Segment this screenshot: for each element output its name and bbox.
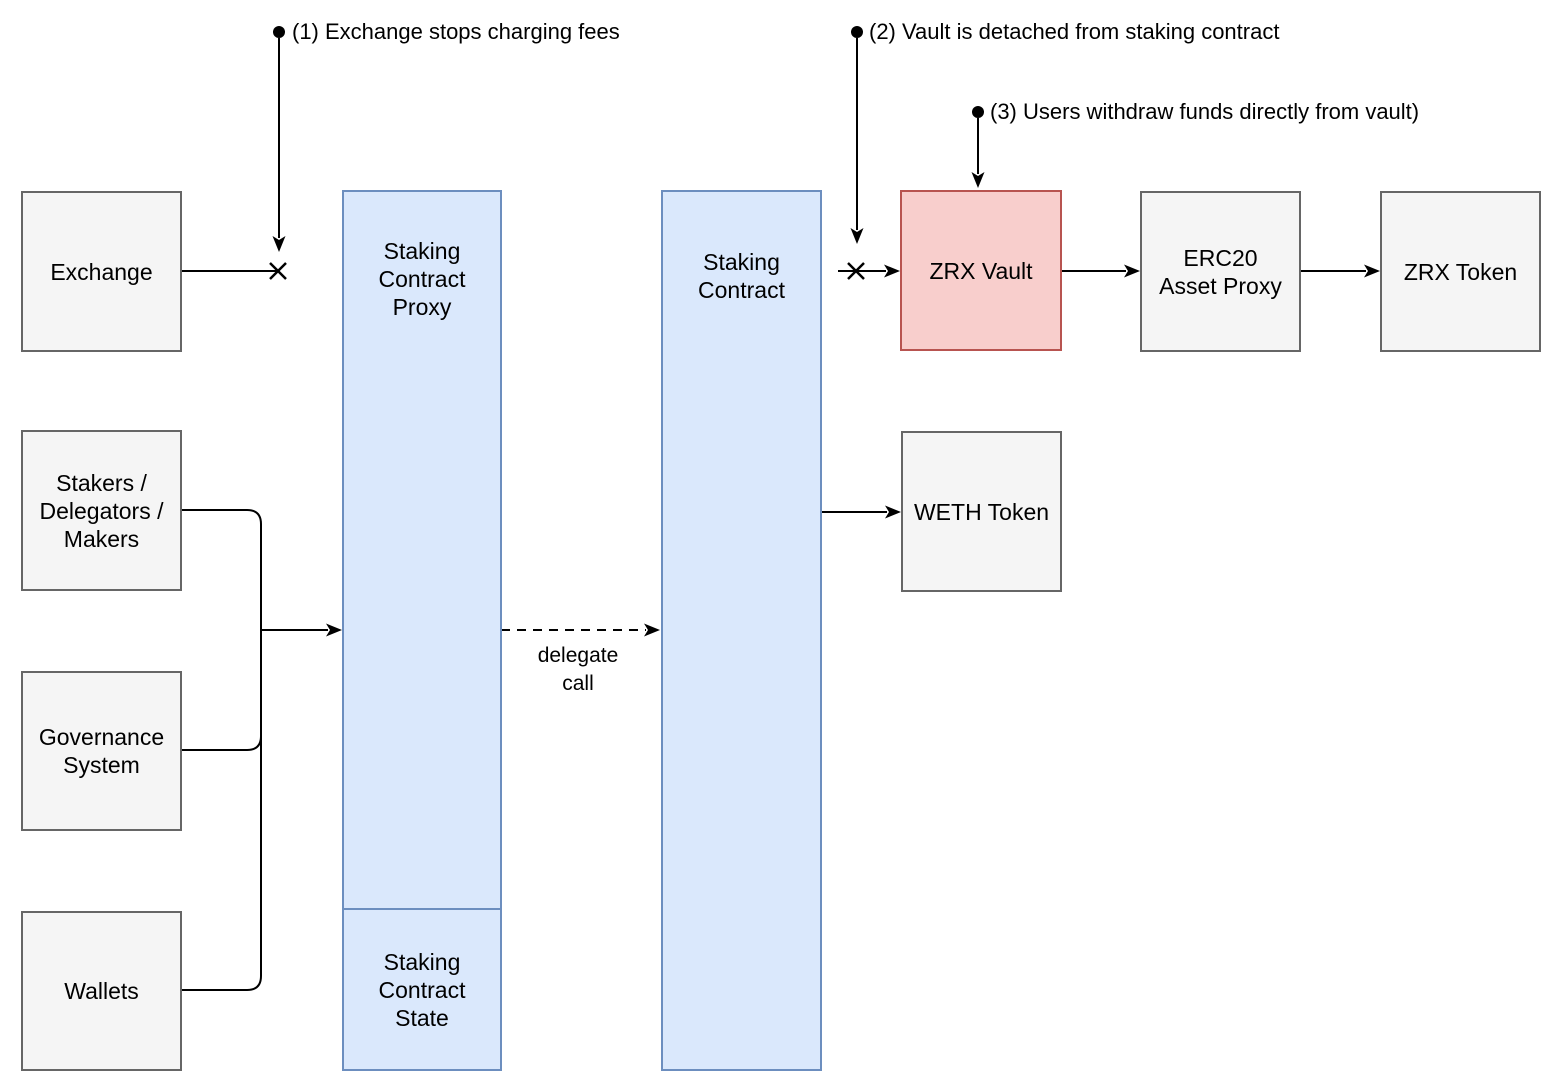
edge-erc20-to-zrx-arrowhead (1364, 264, 1380, 278)
node-stakers-delegators-makers: Stakers / Delegators / Makers (21, 430, 182, 591)
node-weth-token-label: WETH Token (913, 498, 1050, 525)
annotation-3-label: (3) Users withdraw funds directly from v… (990, 99, 1420, 124)
node-wallets: Wallets (21, 911, 182, 1071)
node-staking-contract-state-label: Staking Contract State (378, 948, 466, 1031)
node-zrx-token: ZRX Token (1380, 191, 1541, 352)
annotation-3-arrowhead (971, 172, 985, 188)
annotation-2-dot (851, 26, 863, 38)
node-zrx-vault-label: ZRX Vault (929, 257, 1033, 284)
edge-delegate-call-arrowhead (644, 623, 660, 637)
x-mark-vault (847, 262, 865, 280)
node-erc20-asset-proxy-label: ERC20 Asset Proxy (1159, 244, 1282, 299)
node-exchange-label: Exchange (50, 258, 153, 285)
node-stakers-label: Stakers / Delegators / Makers (39, 469, 164, 552)
node-staking-contract-proxy-label: Staking Contract Proxy (378, 238, 466, 320)
node-staking-contract: Staking Contract (661, 190, 822, 1071)
node-zrx-vault: ZRX Vault (900, 190, 1062, 351)
node-erc20-asset-proxy: ERC20 Asset Proxy (1140, 191, 1301, 352)
edge-vault-entry-arrowhead (884, 264, 900, 278)
edge-delegate-call-label: delegate call (537, 644, 619, 695)
node-wallets-label: Wallets (64, 978, 139, 1004)
annotation-3-dot (972, 106, 984, 118)
annotation-1-dot (273, 26, 285, 38)
annotation-1-label: (1) Exchange stops charging fees (292, 19, 620, 44)
node-staking-contract-proxy: Staking Contract Proxy Staking Contract … (342, 190, 502, 1071)
x-mark-exchange (269, 262, 287, 280)
annotation-2-arrowhead (850, 228, 864, 244)
node-staking-contract-label: Staking Contract (698, 249, 785, 303)
edge-trunk-to-proxy-arrowhead (326, 623, 342, 637)
edge-users-trunk (182, 509, 262, 991)
node-governance-system: Governance System (21, 671, 182, 831)
annotation-2-label: (2) Vault is detached from staking contr… (869, 19, 1280, 44)
node-governance-label: Governance System (38, 724, 165, 778)
node-zrx-token-label: ZRX Token (1403, 258, 1518, 285)
edge-sc-to-weth-arrowhead (885, 505, 901, 519)
edge-vault-to-erc20-arrowhead (1124, 264, 1140, 278)
node-exchange: Exchange (21, 191, 182, 352)
node-weth-token: WETH Token (901, 431, 1062, 592)
annotation-1-arrowhead (272, 236, 286, 252)
node-staking-contract-state: Staking Contract State (344, 908, 500, 1069)
